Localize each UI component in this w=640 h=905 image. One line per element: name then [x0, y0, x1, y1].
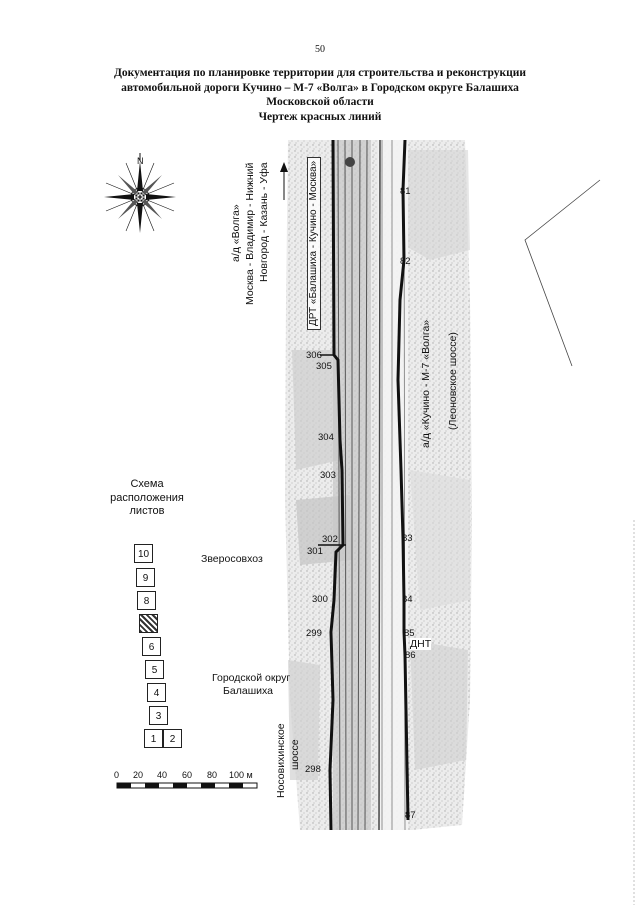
- point-301: 301: [307, 546, 323, 557]
- sheet-cell: 4: [147, 683, 166, 702]
- sheet-cell: 9: [136, 568, 155, 587]
- point-82: 82: [400, 256, 411, 267]
- sheet-cell: 8: [137, 591, 156, 610]
- sheet-cell: 2: [163, 729, 182, 748]
- sheet-cell: 1: [144, 729, 163, 748]
- point-302: 302: [322, 534, 338, 545]
- legend-title-line-1: Схема: [130, 478, 164, 490]
- drt-label: ДРТ «Балашиха - Кучино - Москва»: [307, 156, 321, 330]
- sheet-cell: 6: [142, 637, 161, 656]
- point-305: 305: [316, 361, 332, 372]
- road-kuchino-label-1: а/д «Кучино - М-7 «Волга»: [420, 319, 432, 448]
- red-line-left: [318, 139, 346, 831]
- sheet-cell: 3: [149, 706, 168, 725]
- road-m7-label-3: Новгород - Казань - Уфа: [258, 162, 270, 282]
- scale-tick: 20: [133, 770, 144, 780]
- title-line-3: Московской области: [266, 96, 374, 108]
- scale-tick: 0: [114, 770, 120, 780]
- scale-tick: 80: [207, 770, 218, 780]
- point-85: 85: [404, 628, 415, 639]
- nosovikhinskoe-label-1: Носовихинское: [275, 723, 287, 798]
- scale-bar: [116, 782, 258, 789]
- scale-tick: 60: [182, 770, 193, 780]
- compass-north-label: N: [137, 156, 144, 166]
- road-kuchino-label-2: (Леоновское шоссе): [447, 332, 459, 430]
- title-line-2: автомобильной дороги Кучино – М-7 «Волга…: [121, 81, 519, 94]
- balashikha-label-2: Балашиха: [223, 685, 273, 697]
- sheet-cell: 5: [145, 660, 164, 679]
- map-marker-icon: [345, 157, 355, 167]
- nosovikhinskoe-label-2: шоссе: [289, 739, 301, 770]
- scale-tick: 100 м: [229, 770, 253, 780]
- right-boundary-lines: [524, 179, 635, 905]
- point-81: 81: [400, 186, 411, 197]
- point-306: 306: [306, 350, 322, 361]
- point-87: 87: [405, 810, 416, 821]
- railway-corridor: [333, 139, 371, 831]
- zverosovkhoz-label: Зверосовхоз: [201, 553, 263, 565]
- road-m7-label-1: а/д «Волга»: [230, 204, 242, 262]
- page-number: 50: [315, 44, 325, 55]
- red-line-right: [378, 139, 410, 831]
- sheet-cell-current: [139, 614, 158, 633]
- point-303: 303: [320, 470, 336, 481]
- legend-title-line-2: расположения: [110, 491, 184, 504]
- point-299: 299: [306, 628, 322, 639]
- scale-tick: 40: [157, 770, 168, 780]
- balashikha-label-1: Городской округ: [212, 672, 291, 684]
- dnt-label: ДНТ: [410, 638, 432, 650]
- compass-rose-icon: [104, 153, 176, 233]
- title-line-1: Документация по планировке территории дл…: [114, 67, 526, 79]
- point-83: 83: [402, 533, 413, 544]
- title-line-4: Чертеж красных линий: [258, 110, 382, 123]
- document-title: Документация по планировке территории дл…: [60, 66, 580, 124]
- point-86: 86: [405, 650, 416, 661]
- legend-title-line-3: листов: [129, 505, 165, 517]
- point-300: 300: [312, 594, 328, 605]
- point-298: 298: [305, 764, 321, 775]
- direction-arrow: [280, 162, 288, 200]
- point-304: 304: [318, 432, 334, 443]
- sheet-legend-title: Схема расположения листов: [92, 478, 202, 519]
- road-m7-label-2: Москва - Владимир - Нижний: [244, 162, 256, 305]
- sheet-cell: 10: [134, 544, 153, 563]
- point-84: 84: [402, 594, 413, 605]
